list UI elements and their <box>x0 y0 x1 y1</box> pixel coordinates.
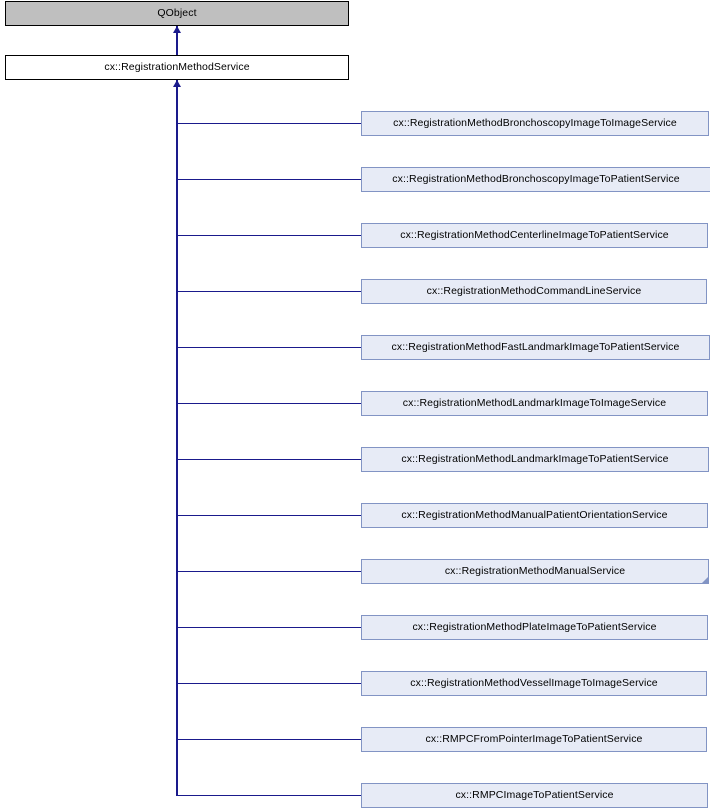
node-derived-class-label: cx::RegistrationMethodManualService <box>444 564 626 577</box>
node-derived-class[interactable]: cx::RegistrationMethodFastLandmarkImageT… <box>361 335 710 360</box>
node-registration-method-service-label: cx::RegistrationMethodService <box>104 60 250 73</box>
node-derived-class-label: cx::RegistrationMethodVesselImageToImage… <box>410 676 658 689</box>
node-derived-class-label: cx::RegistrationMethodFastLandmarkImageT… <box>391 340 680 353</box>
node-registration-method-service[interactable]: cx::RegistrationMethodService <box>5 55 349 80</box>
node-derived-class-label: cx::RegistrationMethodBronchoscopyImageT… <box>392 172 680 185</box>
node-derived-class-label: cx::RegistrationMethodBronchoscopyImageT… <box>393 116 677 129</box>
edge-trunk-vertical <box>176 80 178 796</box>
edge-branch-horizontal <box>177 346 361 349</box>
node-derived-class[interactable]: cx::RegistrationMethodVesselImageToImage… <box>361 671 707 696</box>
node-derived-class-label: cx::RMPCImageToPatientService <box>455 788 614 801</box>
node-derived-class[interactable]: cx::RegistrationMethodLandmarkImageToIma… <box>361 391 708 416</box>
edge-branch-horizontal <box>177 178 361 181</box>
node-derived-class[interactable]: cx::RegistrationMethodCenterlineImageToP… <box>361 223 708 248</box>
node-derived-class[interactable]: cx::RMPCFromPointerImageToPatientService <box>361 727 707 752</box>
edge-branch-horizontal <box>177 122 361 125</box>
node-derived-class-label: cx::RegistrationMethodLandmarkImageToPat… <box>401 452 669 465</box>
node-qobject-label: QObject <box>157 6 197 19</box>
node-derived-class-label: cx::RMPCFromPointerImageToPatientService <box>425 732 643 745</box>
edge-branch-horizontal <box>177 738 361 741</box>
edge-branch-horizontal <box>177 234 361 237</box>
edge-branch-horizontal <box>177 290 361 293</box>
node-qobject[interactable]: QObject <box>5 1 349 26</box>
node-derived-class[interactable]: cx::RegistrationMethodPlateImageToPatien… <box>361 615 708 640</box>
edge-branch-horizontal <box>177 458 361 461</box>
edge-branch-horizontal <box>177 794 361 797</box>
edge-branch-horizontal <box>177 514 361 517</box>
node-derived-class-label: cx::RegistrationMethodManualPatientOrien… <box>401 508 668 521</box>
node-derived-class[interactable]: cx::RegistrationMethodCommandLineService <box>361 279 707 304</box>
edge-branch-horizontal <box>177 570 361 573</box>
node-derived-class[interactable]: cx::RegistrationMethodManualPatientOrien… <box>361 503 708 528</box>
node-derived-class-label: cx::RegistrationMethodCenterlineImageToP… <box>400 228 669 241</box>
node-derived-class-label: cx::RegistrationMethodLandmarkImageToIma… <box>402 396 667 409</box>
edge-branch-horizontal <box>177 626 361 629</box>
node-derived-class[interactable]: cx::RegistrationMethodBronchoscopyImageT… <box>361 111 709 136</box>
node-derived-class[interactable]: cx::RegistrationMethodLandmarkImageToPat… <box>361 447 709 472</box>
edge-branch-horizontal <box>177 402 361 405</box>
node-derived-class-label: cx::RegistrationMethodCommandLineService <box>426 284 642 297</box>
arrowhead-to-qobject <box>173 26 181 33</box>
edge-branch-horizontal <box>177 682 361 685</box>
node-derived-class[interactable]: cx::RegistrationMethodManualService <box>361 559 709 584</box>
edge-base-to-root <box>176 26 178 55</box>
node-derived-class-label: cx::RegistrationMethodPlateImageToPatien… <box>412 620 657 633</box>
node-derived-class[interactable]: cx::RMPCImageToPatientService <box>361 783 708 808</box>
node-derived-class[interactable]: cx::RegistrationMethodBronchoscopyImageT… <box>361 167 710 192</box>
